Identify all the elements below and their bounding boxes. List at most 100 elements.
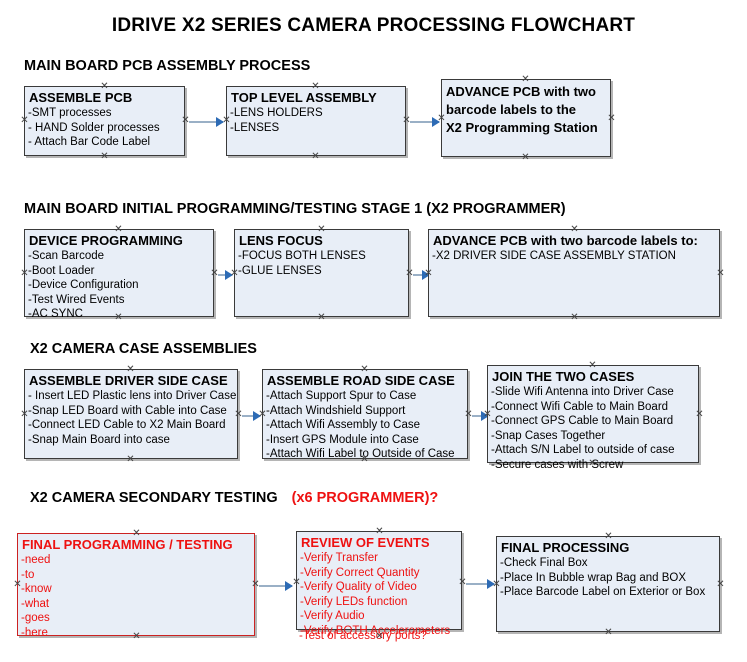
section-heading-4-note: (x6 PROGRAMMER)?: [291, 490, 439, 506]
box-line: -Verify Quality of Video: [300, 581, 417, 594]
connection-handle[interactable]: ✕: [492, 579, 501, 590]
connection-handle[interactable]: ✕: [100, 151, 109, 162]
box-title: JOIN THE TWO CASES: [492, 369, 635, 384]
box-review-of-events[interactable]: REVIEW OF EVENTS -Verify Transfer -Verif…: [296, 531, 462, 637]
connection-handle[interactable]: ✕: [695, 409, 704, 420]
connection-handle[interactable]: ✕: [607, 113, 616, 124]
connection-handle[interactable]: ✕: [311, 151, 320, 162]
connection-handle[interactable]: ✕: [222, 115, 231, 126]
box-line: -Connect GPS Cable to Main Board: [491, 415, 674, 428]
box-assemble-driver-side-case[interactable]: ASSEMBLE DRIVER SIDE CASE - Insert LED P…: [24, 369, 238, 459]
box-title: FINAL PROCESSING: [501, 540, 630, 555]
connection-handle[interactable]: ✕: [20, 409, 29, 420]
box-lines: -FOCUS BOTH LENSES -GLUE LENSES: [235, 249, 408, 278]
connector-arrow: [218, 270, 233, 280]
box-line: -here: [21, 626, 48, 639]
box-line: -to: [21, 568, 35, 581]
box-title-line: X2 Programming Station: [446, 120, 598, 135]
connection-handle[interactable]: ✕: [483, 409, 492, 420]
connection-handle[interactable]: ✕: [126, 454, 135, 465]
section-heading-4-text: X2 CAMERA SECONDARY TESTING: [30, 490, 278, 506]
connection-handle[interactable]: ✕: [210, 268, 219, 279]
connection-handle[interactable]: ✕: [716, 579, 725, 590]
box-line: -Secure cases with Screw: [491, 458, 624, 471]
box-lines: -Attach Support Spur to Case -Attach Win…: [263, 389, 467, 462]
box-line: -Attach Wifi Assembly to Case: [266, 419, 421, 432]
connection-handle[interactable]: ✕: [126, 364, 135, 375]
section-heading-1: MAIN BOARD PCB ASSEMBLY PROCESS: [24, 58, 311, 74]
connection-handle[interactable]: ✕: [258, 409, 267, 420]
connection-handle[interactable]: ✕: [424, 268, 433, 279]
connection-handle[interactable]: ✕: [317, 312, 326, 323]
box-title: LENS FOCUS: [239, 233, 323, 248]
box-line: -Verify LEDs function: [300, 595, 408, 608]
box-title-line: ADVANCE PCB with two: [446, 84, 596, 99]
box-assemble-pcb[interactable]: ASSEMBLE PCB -SMT processes - HAND Solde…: [24, 86, 185, 156]
connection-handle[interactable]: ✕: [251, 579, 260, 590]
box-lines: -need -to -know -what -goes -here: [18, 553, 254, 641]
box-line: -GLUE LENSES: [238, 264, 322, 277]
box-line: -Snap LED Board with Cable into Case: [28, 404, 227, 417]
connector-arrow: [472, 411, 489, 421]
connection-handle[interactable]: ✕: [20, 268, 29, 279]
connection-handle[interactable]: ✕: [114, 312, 123, 323]
connection-handle[interactable]: ✕: [317, 224, 326, 235]
connection-handle[interactable]: ✕: [230, 268, 239, 279]
box-title: ADVANCE PCB with two barcode labels to t…: [442, 80, 610, 138]
box-line: -Attach Support Spur to Case: [266, 390, 417, 402]
connection-handle[interactable]: ✕: [13, 579, 22, 590]
box-advance-pcb-to-driver-side-case-station[interactable]: ADVANCE PCB with two barcode labels to: …: [428, 229, 720, 317]
box-line: -AC SYNC: [28, 308, 83, 321]
connection-handle[interactable]: ✕: [402, 115, 411, 126]
connector-arrow: [242, 411, 261, 421]
box-line: -Check Final Box: [500, 557, 588, 569]
connection-handle[interactable]: ✕: [570, 224, 579, 235]
connection-handle[interactable]: ✕: [588, 458, 597, 469]
connection-handle[interactable]: ✕: [521, 74, 530, 85]
box-line: -Attach Wifi Label to Outside of Case: [266, 448, 455, 461]
box-lines: -Verify Transfer -Verify Correct Quantit…: [297, 551, 461, 639]
connection-handle[interactable]: ✕: [570, 312, 579, 323]
box-lens-focus[interactable]: LENS FOCUS -FOCUS BOTH LENSES -GLUE LENS…: [234, 229, 409, 317]
box-line: - Attach Bar Code Label: [28, 136, 151, 149]
connection-handle[interactable]: ✕: [114, 224, 123, 235]
box-join-the-two-cases[interactable]: JOIN THE TWO CASES -Slide Wifi Antenna i…: [487, 365, 699, 471]
box-title: ASSEMBLE PCB: [29, 90, 133, 105]
box-overflow-line: -Test of accessory ports?: [299, 630, 427, 642]
connection-handle[interactable]: ✕: [292, 577, 301, 588]
connection-handle[interactable]: ✕: [181, 115, 190, 126]
connection-handle[interactable]: ✕: [132, 528, 141, 539]
box-line: -what: [21, 597, 50, 610]
connection-handle[interactable]: ✕: [604, 627, 613, 638]
box-advance-pcb-to-x2-programming-station[interactable]: ADVANCE PCB with two barcode labels to t…: [441, 79, 611, 157]
connection-handle[interactable]: ✕: [405, 268, 414, 279]
connection-handle[interactable]: ✕: [375, 526, 384, 537]
connection-handle[interactable]: ✕: [311, 81, 320, 92]
box-device-programming[interactable]: DEVICE PROGRAMMING -Scan Barcode -Boot L…: [24, 229, 214, 320]
box-line: -goes: [21, 612, 50, 625]
box-final-processing[interactable]: FINAL PROCESSING -Check Final Box -Place…: [496, 536, 720, 632]
box-line: -Snap Main Board into case: [28, 433, 170, 446]
box-line: -Verify BOTH Accelerometers: [300, 624, 451, 637]
box-line: -Snap Cases Together: [491, 429, 606, 442]
connection-handle[interactable]: ✕: [588, 360, 597, 371]
box-final-programming-testing[interactable]: FINAL PROGRAMMING / TESTING -need -to -k…: [17, 533, 255, 639]
connection-handle[interactable]: ✕: [375, 631, 384, 642]
connection-handle[interactable]: ✕: [132, 631, 141, 642]
connection-handle[interactable]: ✕: [234, 409, 243, 420]
connection-handle[interactable]: ✕: [360, 454, 369, 465]
connection-handle[interactable]: ✕: [716, 268, 725, 279]
connection-handle[interactable]: ✕: [464, 409, 473, 420]
connection-handle[interactable]: ✕: [360, 364, 369, 375]
connection-handle[interactable]: ✕: [521, 152, 530, 163]
box-title: DEVICE PROGRAMMING: [29, 233, 183, 248]
connection-handle[interactable]: ✕: [458, 577, 467, 588]
connection-handle[interactable]: ✕: [100, 81, 109, 92]
box-line: -FOCUS BOTH LENSES: [238, 250, 366, 262]
box-top-level-assembly[interactable]: TOP LEVEL ASSEMBLY -LENS HOLDERS -LENSES: [226, 86, 406, 156]
connection-handle[interactable]: ✕: [20, 115, 29, 126]
connector-arrow: [189, 117, 224, 127]
box-assemble-road-side-case[interactable]: ASSEMBLE ROAD SIDE CASE -Attach Support …: [262, 369, 468, 462]
connection-handle[interactable]: ✕: [437, 113, 446, 124]
connection-handle[interactable]: ✕: [604, 531, 613, 542]
